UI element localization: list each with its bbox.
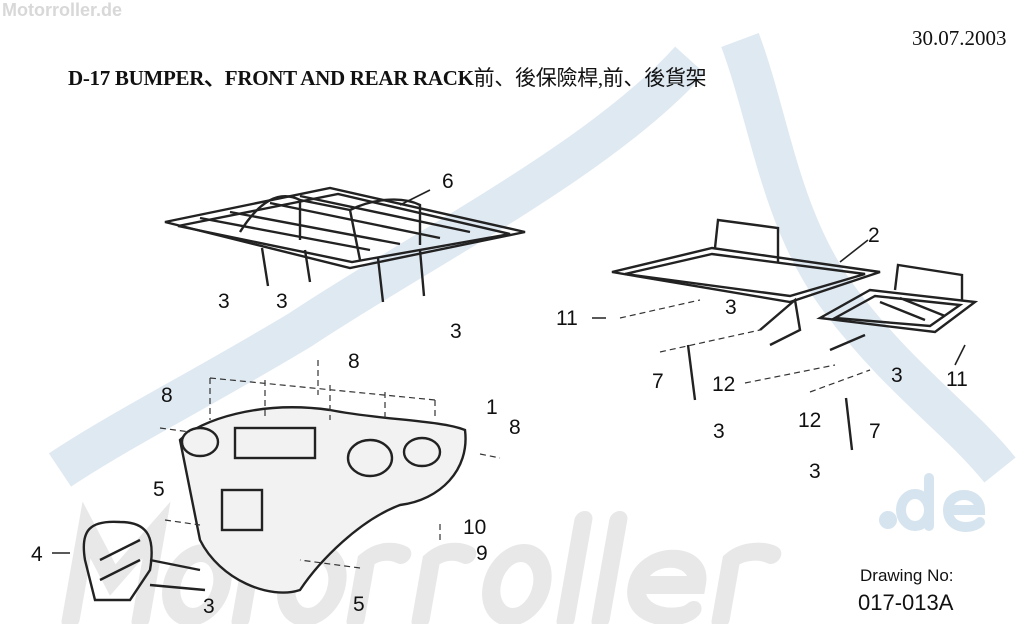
rear-rack-2: [611, 218, 979, 451]
drawing-number: 017-013A: [858, 590, 954, 615]
callout-8b: 8: [161, 384, 173, 407]
page-title: D-17 BUMPER、FRONT AND REAR RACK前、後保險桿,前、…: [68, 62, 707, 92]
document-date: 30.07.2003: [912, 26, 1007, 50]
watermark-swoosh: [48, 32, 1016, 487]
callout-6: 6: [442, 170, 454, 193]
callout-3e: 3: [891, 364, 903, 387]
callout-3d: 3: [725, 296, 737, 319]
callout-3c: 3: [450, 320, 462, 343]
drawing-number-label: Drawing No:: [860, 566, 954, 585]
title-chinese: 前、後保險桿,前、後貨架: [473, 66, 707, 90]
callout-2: 2: [868, 224, 880, 247]
callout-labels: 6 2 3 3 3 11 3 7 12 3 11 8 8 1 8 12 7 3 …: [31, 170, 968, 618]
callout-10: 10: [463, 516, 486, 539]
watermark-large-logo: [61, 501, 782, 624]
front-bumper-body-1: [178, 406, 467, 594]
title-english: D-17 BUMPER、FRONT AND REAR RACK: [68, 66, 474, 90]
watermark-site: Motorroller.de: [2, 0, 123, 20]
callout-1: 1: [486, 396, 498, 419]
callout-7b: 7: [869, 420, 881, 443]
callout-12b: 12: [798, 409, 821, 432]
callout-leaders: [52, 189, 966, 554]
callout-3g: 3: [809, 460, 821, 483]
callout-7a: 7: [652, 370, 664, 393]
callout-5b: 5: [353, 593, 365, 616]
callout-11a: 11: [556, 307, 578, 330]
callout-12a: 12: [712, 373, 735, 396]
callout-8a: 8: [348, 350, 360, 373]
watermark-domain-logo: [879, 473, 986, 532]
callout-3b: 3: [276, 290, 288, 313]
leader-lines: [159, 299, 871, 569]
callout-11b: 11: [946, 368, 968, 391]
callout-9: 9: [476, 542, 488, 565]
callout-3f: 3: [713, 420, 725, 443]
bumper-guard-4: [82, 520, 206, 602]
callout-3h: 3: [203, 595, 215, 618]
callout-3a: 3: [218, 290, 230, 313]
callout-5a: 5: [153, 478, 165, 501]
callout-4: 4: [31, 543, 43, 566]
callout-8c: 8: [509, 416, 521, 439]
front-rack-6: [164, 186, 526, 303]
